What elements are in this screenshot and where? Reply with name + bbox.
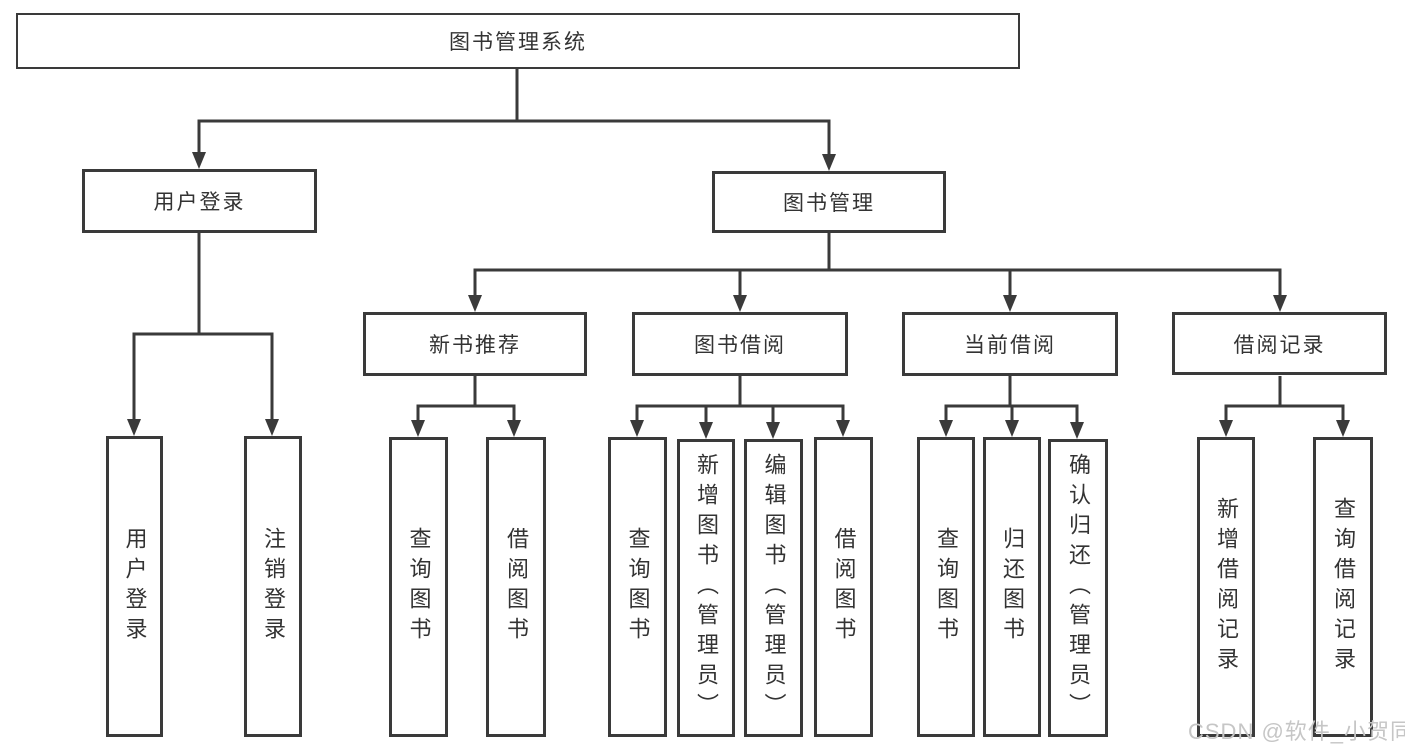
leaf-query-books-1: 查询图书: [389, 437, 448, 737]
csdn-watermark: CSDN @软件_小贺同学: [1188, 719, 1405, 744]
leaf-return-books: 归还图书: [983, 437, 1041, 737]
connector-new-books-children: [411, 376, 521, 437]
node-label: 注销登录: [261, 526, 286, 647]
node-label: 查询图书: [406, 527, 432, 647]
node-label: 借阅记录: [1233, 333, 1326, 357]
connector-book-borrow-children: [630, 376, 850, 439]
node-label: 新增图书（管理员）: [694, 453, 719, 723]
leaf-query-books-2: 查询图书: [608, 437, 667, 737]
node-label: 查询图书: [625, 527, 651, 647]
connector-user-login-children: [127, 233, 279, 436]
leaf-query-books-3: 查询图书: [917, 437, 975, 737]
node-label: 借阅图书: [504, 527, 529, 647]
node-label: 查询借阅记录: [1331, 497, 1356, 677]
node-label: 用户登录: [122, 526, 148, 647]
leaf-query-borrow-record: 查询借阅记录: [1313, 437, 1373, 737]
leaf-borrow-books-1: 借阅图书: [486, 437, 546, 737]
leaf-add-books-admin: 新增图书（管理员）: [677, 439, 735, 737]
leaf-borrow-books-2: 借阅图书: [814, 437, 873, 737]
leaf-add-borrow-record: 新增借阅记录: [1197, 437, 1255, 737]
node-label: 借阅图书: [831, 527, 857, 647]
node-label: 图书管理: [783, 192, 875, 215]
node-book-borrow: 图书借阅: [632, 312, 848, 376]
node-label: 当前借阅: [964, 334, 1056, 357]
node-label: 图书借阅: [694, 334, 786, 357]
node-user-login: 用户登录: [82, 169, 317, 233]
node-book-management: 图书管理: [712, 171, 946, 233]
node-system-root: 图书管理系统: [16, 13, 1020, 69]
node-label: 新增借阅记录: [1214, 497, 1239, 677]
node-borrow-records: 借阅记录: [1172, 312, 1387, 375]
connector-book-mgmt-children: [468, 233, 1287, 312]
connector-current-borrow-children: [939, 376, 1084, 439]
node-label: 确认归还（管理员）: [1066, 453, 1091, 723]
connector-root-to-level1: [192, 69, 836, 171]
connector-borrow-records-children: [1219, 376, 1350, 437]
node-label: 用户登录: [153, 191, 246, 214]
node-label: 归还图书: [1000, 527, 1025, 647]
leaf-logout: 注销登录: [244, 436, 302, 737]
leaf-user-login: 用户登录: [106, 436, 163, 737]
node-new-book-recommend: 新书推荐: [363, 312, 587, 376]
node-label: 查询图书: [934, 527, 959, 647]
node-label: 编辑图书（管理员）: [761, 453, 787, 723]
leaf-confirm-return-admin: 确认归还（管理员）: [1048, 439, 1108, 737]
leaf-edit-books-admin: 编辑图书（管理员）: [744, 439, 803, 737]
node-label: 图书管理系统: [449, 31, 587, 54]
node-label: 新书推荐: [429, 334, 521, 357]
node-current-borrow: 当前借阅: [902, 312, 1118, 376]
